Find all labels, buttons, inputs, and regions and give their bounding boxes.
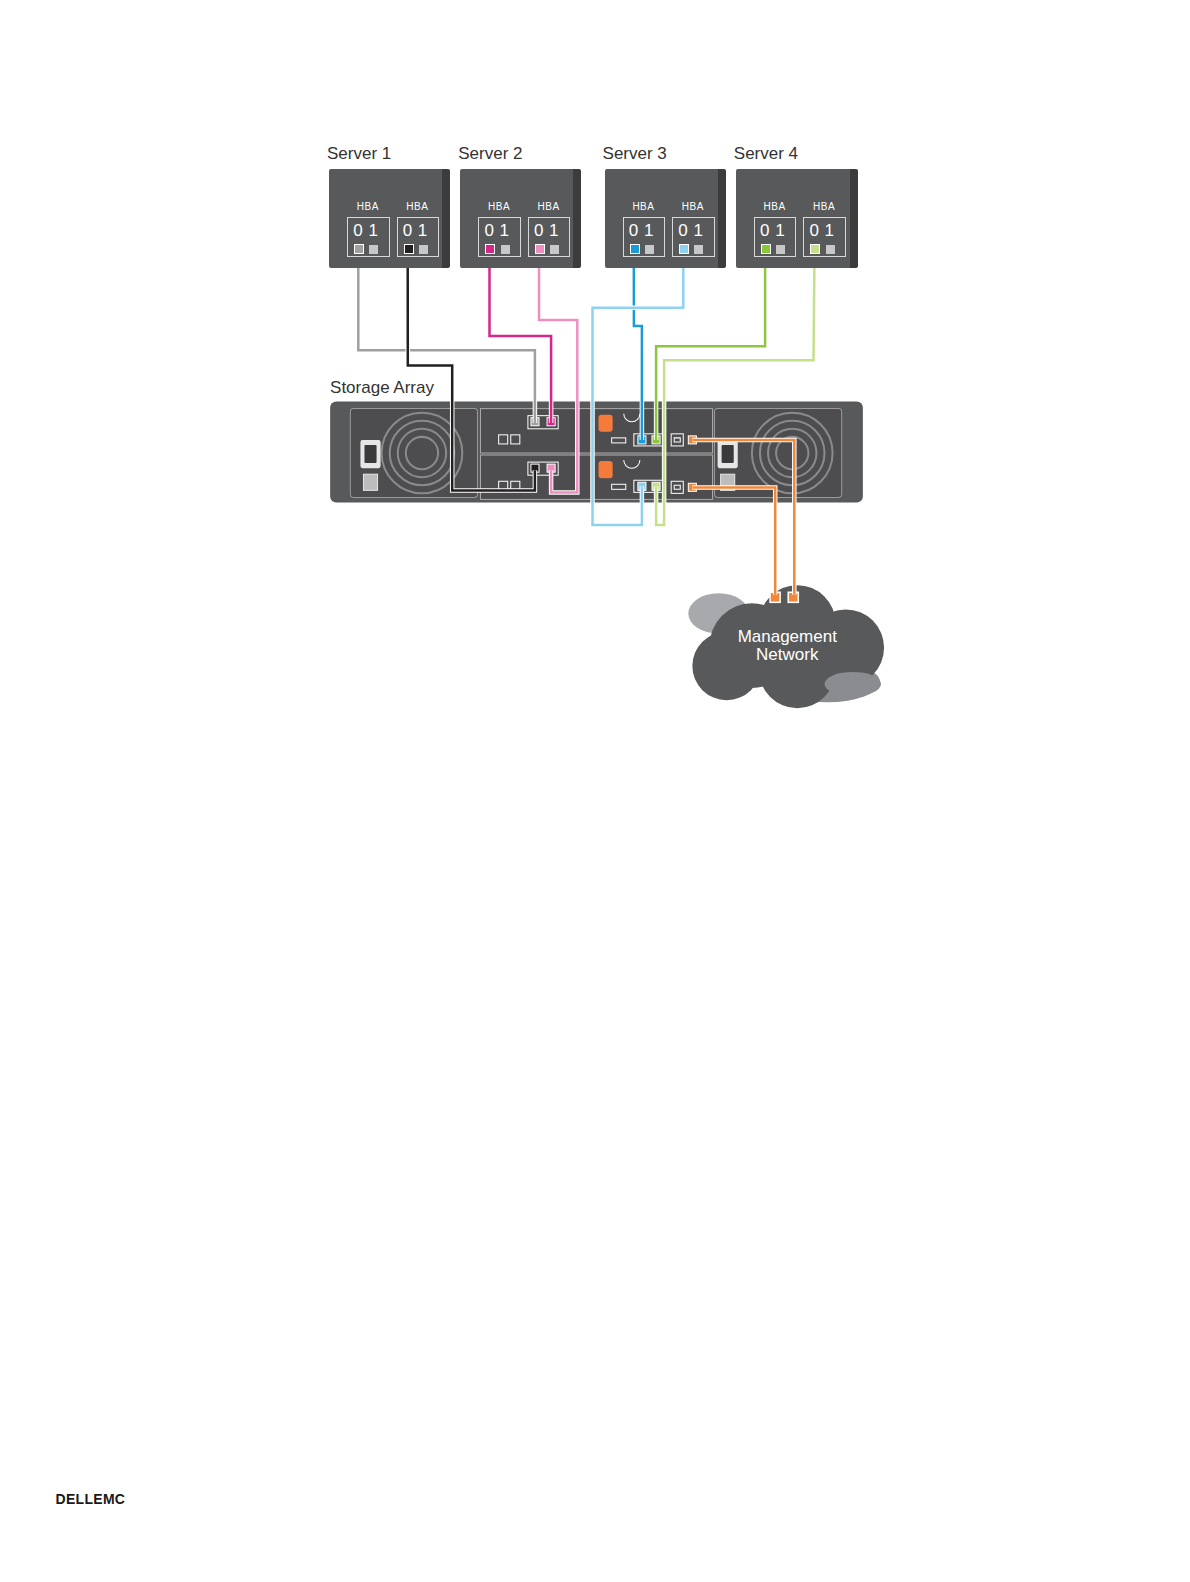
hba-port bbox=[501, 245, 510, 254]
hba-card: HBA 01 bbox=[621, 200, 666, 259]
hba-port bbox=[550, 245, 559, 254]
server-label: Server 4 bbox=[734, 144, 798, 164]
hba-card: HBA 01 bbox=[476, 200, 521, 259]
port-number: 0 bbox=[809, 221, 818, 241]
release-latch bbox=[599, 461, 613, 478]
port-number: 0 bbox=[403, 221, 412, 241]
hba-port bbox=[761, 244, 771, 254]
cloud-label: Management Network bbox=[715, 628, 859, 664]
server-label: Server 1 bbox=[327, 144, 391, 164]
hba-port bbox=[826, 245, 835, 254]
cloud bbox=[688, 585, 884, 708]
power-inlet bbox=[722, 445, 734, 463]
hba-port bbox=[810, 244, 820, 254]
hba-card: HBA 01 bbox=[526, 200, 571, 259]
hba-port bbox=[535, 244, 545, 254]
hba-card: HBA 01 bbox=[395, 200, 440, 259]
hba-port bbox=[369, 245, 378, 254]
power-inlet bbox=[364, 445, 376, 463]
hba-label: HBA bbox=[526, 201, 571, 212]
cable-outline bbox=[634, 252, 642, 440]
cable bbox=[656, 252, 814, 525]
cable-outline bbox=[408, 252, 535, 490]
hba-label: HBA bbox=[621, 201, 666, 212]
cable bbox=[490, 252, 552, 423]
power-switch bbox=[363, 474, 377, 490]
hba-card: HBA 01 bbox=[345, 200, 390, 259]
hba-port bbox=[630, 244, 640, 254]
port-number: 1 bbox=[644, 221, 653, 241]
power-supply bbox=[715, 409, 842, 498]
hba-label: HBA bbox=[801, 201, 846, 212]
controller bbox=[480, 409, 712, 500]
array-label: Storage Array bbox=[330, 378, 434, 398]
cable-outline bbox=[656, 252, 765, 440]
cable-outline bbox=[593, 252, 684, 525]
cable-outline bbox=[490, 252, 552, 423]
hba-port bbox=[679, 244, 689, 254]
port-number: 0 bbox=[760, 221, 769, 241]
cable bbox=[408, 252, 535, 490]
storage-array: Storage Array bbox=[330, 402, 863, 503]
hba-card: HBA 01 bbox=[752, 200, 797, 259]
server-box: Server 4HBA01HBA01 bbox=[736, 169, 858, 269]
cable bbox=[539, 252, 577, 492]
port-number: 1 bbox=[693, 221, 702, 241]
hba-card: HBA 01 bbox=[670, 200, 715, 259]
cable bbox=[692, 440, 794, 594]
hba-label: HBA bbox=[752, 201, 797, 212]
hba-port bbox=[645, 245, 654, 254]
port-plug bbox=[531, 418, 696, 492]
port-number: 1 bbox=[825, 221, 834, 241]
cable-outline bbox=[692, 488, 775, 595]
hba-port bbox=[354, 244, 364, 254]
hba-port bbox=[776, 245, 785, 254]
hba-label: HBA bbox=[395, 201, 440, 212]
server-box: Server 2HBA01HBA01 bbox=[460, 169, 581, 269]
port-number: 0 bbox=[353, 221, 362, 241]
power-supply bbox=[350, 409, 477, 498]
hba-port bbox=[419, 245, 428, 254]
port-number: 0 bbox=[534, 221, 543, 241]
port-number: 1 bbox=[500, 221, 509, 241]
port-number: 1 bbox=[549, 221, 558, 241]
port-number: 1 bbox=[418, 221, 427, 241]
port-number: 1 bbox=[775, 221, 784, 241]
brand-logo: DELLEMC bbox=[56, 1491, 126, 1507]
hba-label: HBA bbox=[345, 201, 390, 212]
cable bbox=[593, 252, 684, 525]
server-label: Server 3 bbox=[603, 144, 667, 164]
cable bbox=[692, 488, 775, 595]
port-number: 0 bbox=[629, 221, 638, 241]
cable bbox=[634, 252, 642, 440]
hba-label: HBA bbox=[670, 201, 715, 212]
port-number: 1 bbox=[368, 221, 377, 241]
server-box: Server 3HBA01HBA01 bbox=[605, 169, 726, 269]
power-inlet bbox=[718, 440, 738, 468]
server-label: Server 2 bbox=[458, 144, 522, 164]
network-cloud: Management Network bbox=[686, 575, 888, 708]
hba-port bbox=[485, 244, 495, 254]
hba-port bbox=[404, 244, 414, 254]
hba-label: HBA bbox=[476, 201, 521, 212]
cable bbox=[656, 252, 765, 440]
port-number: 0 bbox=[484, 221, 493, 241]
array-chassis bbox=[330, 402, 863, 503]
release-latch bbox=[599, 415, 613, 432]
server-box: Server 1HBA01HBA01 bbox=[329, 169, 450, 269]
port-number: 0 bbox=[678, 221, 687, 241]
power-inlet bbox=[360, 440, 380, 468]
hba-card: HBA 01 bbox=[801, 200, 846, 259]
cable-outline bbox=[692, 440, 794, 594]
cable-outline bbox=[656, 252, 814, 525]
hba-port bbox=[694, 245, 703, 254]
cable-outline bbox=[539, 252, 577, 492]
